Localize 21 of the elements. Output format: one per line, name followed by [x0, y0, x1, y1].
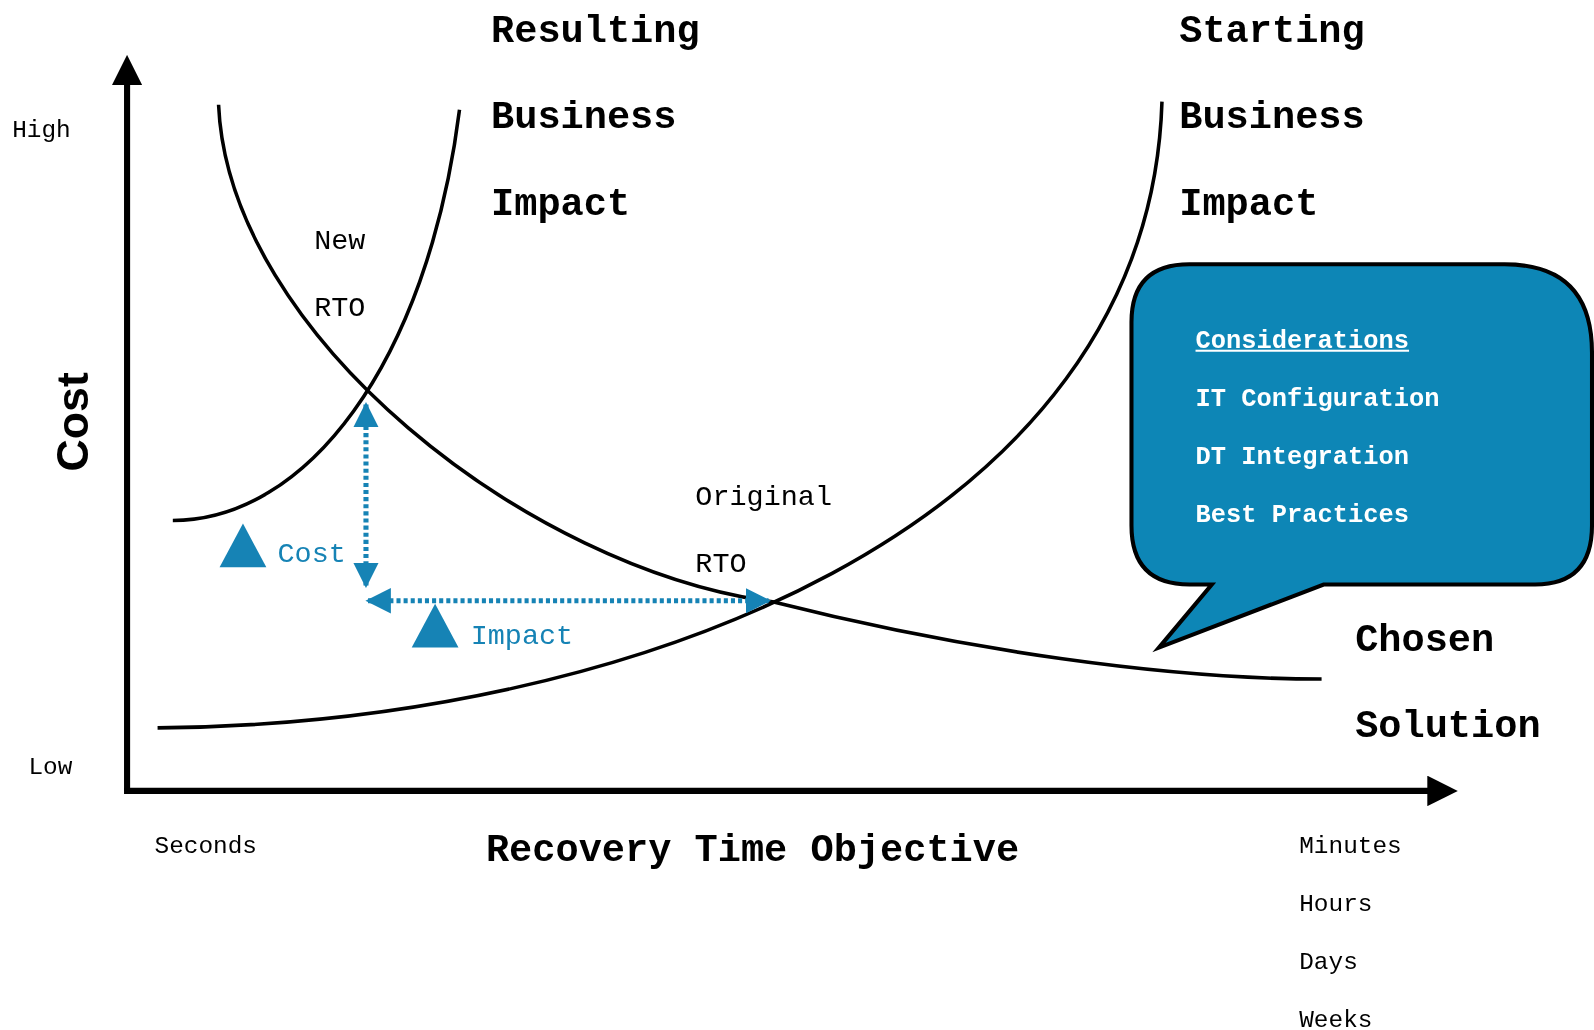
change-label: Impact	[470, 620, 574, 652]
axis-title: Cost	[47, 372, 99, 472]
tick-label: Minutes	[1299, 831, 1402, 863]
change-label: Cost	[277, 538, 346, 571]
tick-label: Days	[1299, 947, 1358, 978]
tick-label: Hours	[1299, 889, 1373, 920]
axis-end-label: High	[12, 115, 71, 147]
tick-label: Weeks	[1299, 1005, 1373, 1030]
bubble-item: DT Integration	[1195, 442, 1410, 472]
axis-end-label: Low	[28, 752, 73, 783]
axis-title: Recovery Time Objective	[485, 827, 1020, 875]
speech-bubble	[1128, 261, 1594, 653]
point-label: Original RTO	[695, 480, 832, 583]
bubble-item: IT Configuration	[1195, 384, 1440, 414]
curve-label: Chosen Solution	[1355, 617, 1541, 751]
axis-end-label: Seconds	[154, 831, 258, 863]
point-label: New RTO	[314, 224, 366, 327]
bubble-heading: Considerations	[1195, 326, 1410, 356]
curve-label: Starting Business Impact	[1179, 8, 1365, 228]
bubble-item: Best Practices	[1195, 500, 1410, 530]
curve-label: Resulting Business Impact	[491, 8, 700, 228]
